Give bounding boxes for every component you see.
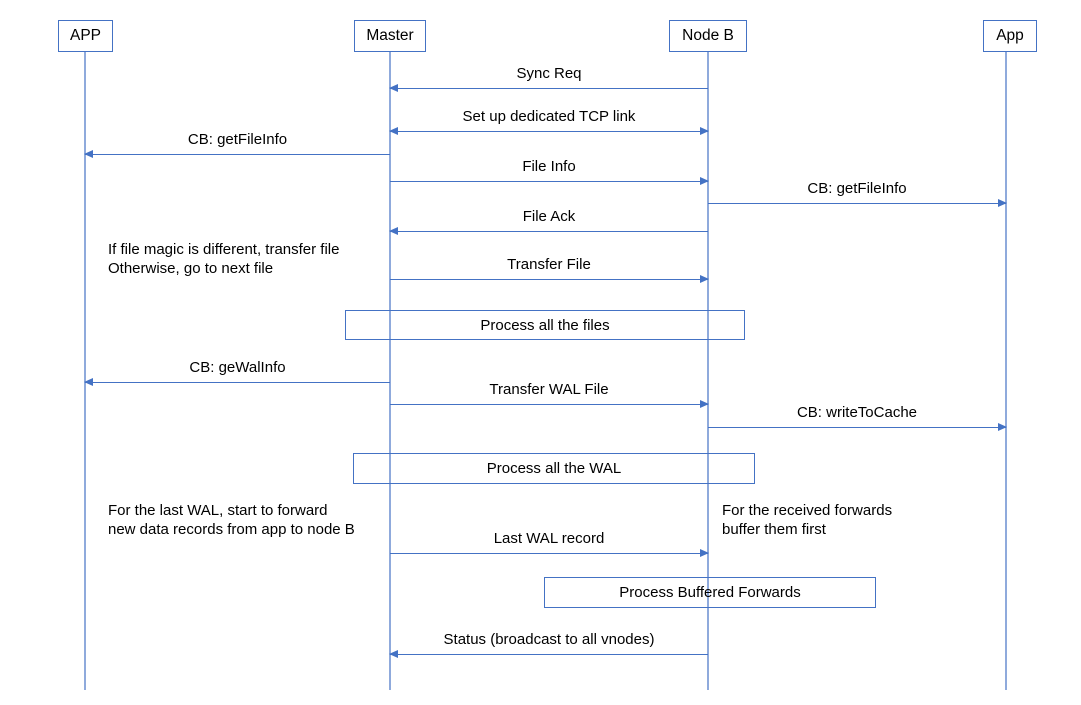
arrowhead-left-icon: [389, 649, 398, 658]
process-box-process-buffered-fwd[interactable]: Process Buffered Forwards: [544, 577, 876, 608]
arrowhead-left-icon: [84, 149, 93, 158]
arrowhead-right-icon: [700, 399, 709, 408]
arrowhead-left-icon: [389, 226, 398, 235]
message-line: [390, 654, 708, 655]
participant-node_b[interactable]: Node B: [669, 20, 747, 52]
arrowhead-right-icon: [700, 126, 709, 135]
arrowhead-right-icon: [700, 548, 709, 557]
note-line-1: For the last WAL, start to forward: [108, 502, 328, 519]
note-line-1: If file magic is different, transfer fil…: [108, 241, 340, 258]
arrowhead-right-icon: [700, 176, 709, 185]
message-label: Sync Req: [516, 64, 582, 82]
note-line-2: buffer them first: [722, 521, 826, 539]
arrowhead-left-icon: [389, 126, 398, 135]
note-line-1: For the received forwards: [722, 502, 893, 519]
note-line-2: new data records from app to node B: [108, 521, 355, 539]
message-line: [85, 154, 390, 155]
note-note-last-wal-forward: For the last WAL, start to forward new da…: [108, 501, 355, 539]
message-line: [390, 131, 708, 132]
message-line: [708, 203, 1006, 204]
participant-app_left[interactable]: APP: [58, 20, 113, 52]
message-label: File Info: [522, 157, 576, 175]
message-line: [390, 404, 708, 405]
arrowhead-left-icon: [389, 83, 398, 92]
message-label: Transfer WAL File: [489, 380, 609, 398]
message-line: [390, 553, 708, 554]
message-line: [390, 231, 708, 232]
message-label: CB: getFileInfo: [187, 130, 288, 148]
message-line: [390, 88, 708, 89]
message-label: Status (broadcast to all vnodes): [443, 630, 655, 648]
arrowhead-right-icon: [998, 422, 1007, 431]
message-label: CB: writeToCache: [796, 403, 918, 421]
message-label: Set up dedicated TCP link: [462, 107, 636, 125]
message-label: Last WAL record: [493, 529, 605, 547]
process-box-process-all-wal[interactable]: Process all the WAL: [353, 453, 755, 484]
process-box-process-all-files[interactable]: Process all the files: [345, 310, 745, 340]
message-line: [390, 279, 708, 280]
lifeline-node_b: [707, 52, 709, 690]
message-line: [390, 181, 708, 182]
arrowhead-left-icon: [84, 377, 93, 386]
note-note-file-magic: If file magic is different, transfer fil…: [108, 240, 339, 278]
arrowhead-right-icon: [998, 198, 1007, 207]
arrowhead-right-icon: [700, 274, 709, 283]
message-line: [708, 427, 1006, 428]
participant-app_right[interactable]: App: [983, 20, 1037, 52]
message-line: [85, 382, 390, 383]
message-label: Transfer File: [507, 255, 591, 273]
message-label: CB: geWalInfo: [189, 358, 286, 376]
message-label: CB: getFileInfo: [807, 179, 907, 197]
lifeline-master: [389, 52, 391, 690]
note-note-buffer-forwards: For the received forwards buffer them fir…: [722, 501, 892, 539]
lifeline-app_left: [84, 52, 86, 690]
participant-master[interactable]: Master: [354, 20, 426, 52]
lifeline-app_right: [1005, 52, 1007, 690]
note-line-2: Otherwise, go to next file: [108, 260, 274, 278]
message-label: File Ack: [522, 207, 576, 225]
